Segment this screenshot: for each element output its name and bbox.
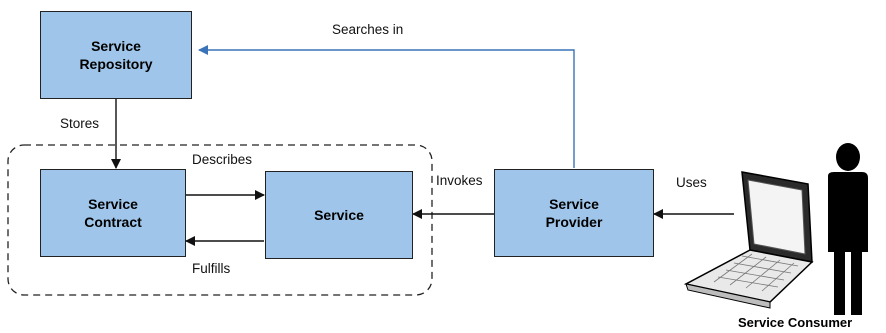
person-icon — [828, 143, 868, 315]
service-consumer-caption: Service Consumer — [738, 315, 853, 330]
contract-line2: Contract — [84, 214, 142, 230]
uses-label: Uses — [676, 175, 707, 190]
service-boundary — [7, 144, 433, 296]
service-repository-box[interactable]: Service Repository — [40, 11, 192, 99]
laptop-icon — [683, 171, 814, 309]
service-contract-box[interactable]: Service Contract — [40, 169, 186, 257]
stores-label: Stores — [60, 116, 100, 131]
repository-line2: Repository — [79, 56, 153, 72]
describes-label: Describes — [192, 152, 253, 167]
repository-line1: Service — [91, 38, 141, 54]
searches-in-arrow — [198, 45, 575, 168]
fulfills-label: Fulfills — [192, 261, 231, 276]
service-provider-box[interactable]: Service Provider — [494, 169, 654, 257]
searches-in-label: Searches in — [332, 22, 404, 37]
contract-line1: Service — [88, 196, 138, 212]
invokes-label: Invokes — [436, 173, 483, 188]
service-box[interactable]: Service — [265, 171, 413, 259]
provider-line1: Service — [549, 196, 599, 212]
provider-line2: Provider — [545, 214, 603, 230]
service-label: Service — [314, 207, 364, 223]
